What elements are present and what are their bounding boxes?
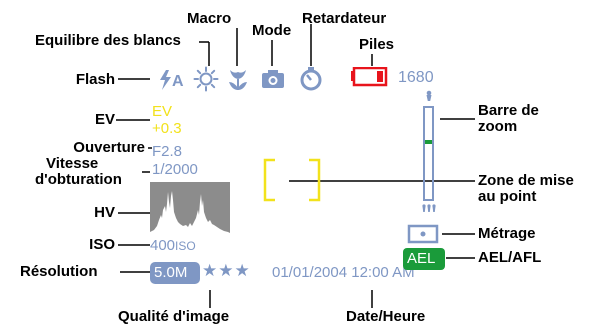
camera-mode-icon [261, 68, 285, 90]
quality-stars: ★★★ [202, 261, 251, 280]
ael-label: AEL/AFL [478, 249, 542, 266]
focus-area-brackets [263, 158, 321, 202]
date-heure-label: Date/Heure [346, 308, 426, 325]
mise-point-label-line1: Zone de mise [478, 172, 574, 189]
flash-auto-letter: A [172, 73, 184, 90]
flash-label: Flash [75, 71, 115, 88]
zoom-bar [418, 88, 440, 222]
mise-point-label-line2: au point [478, 188, 537, 205]
resolution-label: Résolution [20, 263, 98, 280]
ev-indicator: EV [152, 103, 173, 120]
piles-label: Piles [359, 36, 395, 53]
vitesse-label-line2: d'obturation [35, 171, 122, 188]
ouverture-label: Ouverture [73, 139, 145, 156]
iso-value: 400ISO [150, 238, 196, 254]
iso-number: 400 [150, 237, 176, 254]
histogram [150, 182, 230, 235]
metering-spot-icon [407, 224, 439, 244]
mode-label: Mode [252, 22, 292, 39]
white-balance-sun-icon [193, 66, 219, 92]
self-timer-icon [299, 66, 323, 92]
ael-badge: AEL [403, 248, 445, 270]
metrage-label: Métrage [478, 225, 536, 242]
retardateur-label: Retardateur [302, 10, 387, 27]
resolution-value: 5.0M [154, 264, 188, 281]
ev-value: +0.3 [152, 120, 182, 137]
flash-auto-icon: A [158, 68, 198, 92]
zoom-label-line1: Barre de [478, 102, 539, 119]
ev-label: EV [94, 111, 115, 128]
equilibre-label: Equilibre des blancs [35, 32, 181, 49]
hv-label: HV [94, 204, 115, 221]
shots-remaining: 1680 [398, 69, 434, 86]
aperture-value: F2.8 [152, 143, 183, 160]
macro-label: Macro [187, 10, 232, 27]
vitesse-label-line1: Vitesse [46, 155, 99, 172]
shutter-value: 1/2000 [152, 161, 198, 178]
ael-badge-text: AEL [407, 250, 436, 267]
date-time: 01/01/2004 12:00 AM [272, 264, 415, 281]
iso-label: ISO [89, 236, 115, 253]
battery-low-icon [350, 66, 390, 89]
qualite-label: Qualité d'image [118, 308, 230, 325]
resolution-badge: 5.0M [150, 262, 200, 284]
zoom-label-line2: zoom [478, 118, 518, 135]
iso-unit: ISO [175, 239, 196, 253]
macro-flower-icon [226, 66, 250, 92]
